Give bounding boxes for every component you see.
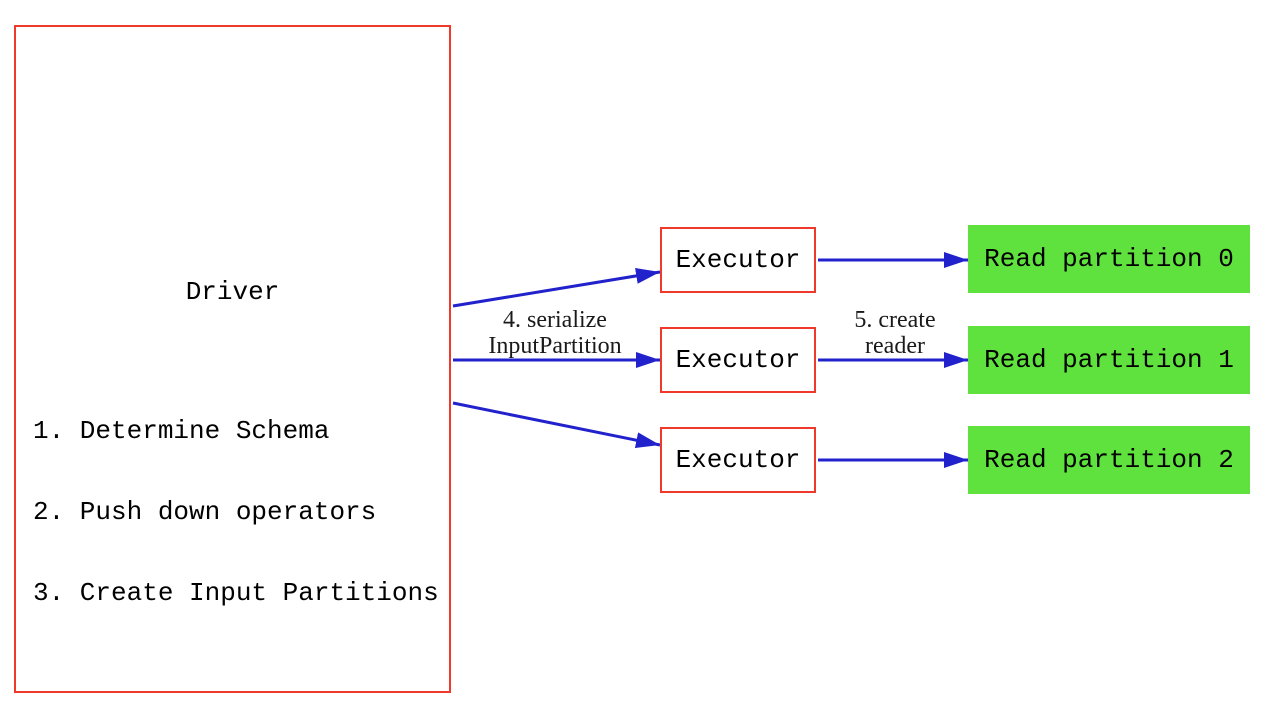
driver-title: Driver	[185, 277, 280, 307]
edge-label-serialize-inputpartition: 4. serialize InputPartition	[460, 307, 650, 359]
edge-label-line: 5. create	[854, 307, 936, 333]
executor-node-0: Executor	[660, 227, 816, 293]
driver-steps-list: 1. Determine Schema 2. Push down operato…	[33, 364, 439, 661]
edge-label-line: 4. serialize	[503, 307, 607, 333]
executor-node-2: Executor	[660, 427, 816, 493]
read-partition-node-1: Read partition 1	[968, 326, 1250, 394]
driver-node	[14, 25, 451, 693]
driver-step: 3. Create Input Partitions	[33, 578, 439, 608]
driver-step: 2. Push down operators	[33, 497, 377, 527]
executor-node-1: Executor	[660, 327, 816, 393]
executor-label: Executor	[675, 245, 801, 275]
arrow-driver-to-executor-0	[452, 267, 661, 308]
edge-label-create-reader: 5. create reader	[840, 307, 950, 359]
arrow-driver-to-executor-2	[452, 401, 661, 449]
edge-label-line: reader	[865, 333, 925, 359]
read-partition-label: Read partition 1	[984, 345, 1234, 375]
read-partition-label: Read partition 2	[984, 445, 1234, 475]
driver-step: 1. Determine Schema	[33, 416, 330, 446]
read-partition-node-0: Read partition 0	[968, 225, 1250, 293]
executor-label: Executor	[675, 445, 801, 475]
executor-label: Executor	[675, 345, 801, 375]
read-partition-node-2: Read partition 2	[968, 426, 1250, 494]
edge-label-line: InputPartition	[488, 333, 622, 359]
read-partition-label: Read partition 0	[984, 244, 1234, 274]
